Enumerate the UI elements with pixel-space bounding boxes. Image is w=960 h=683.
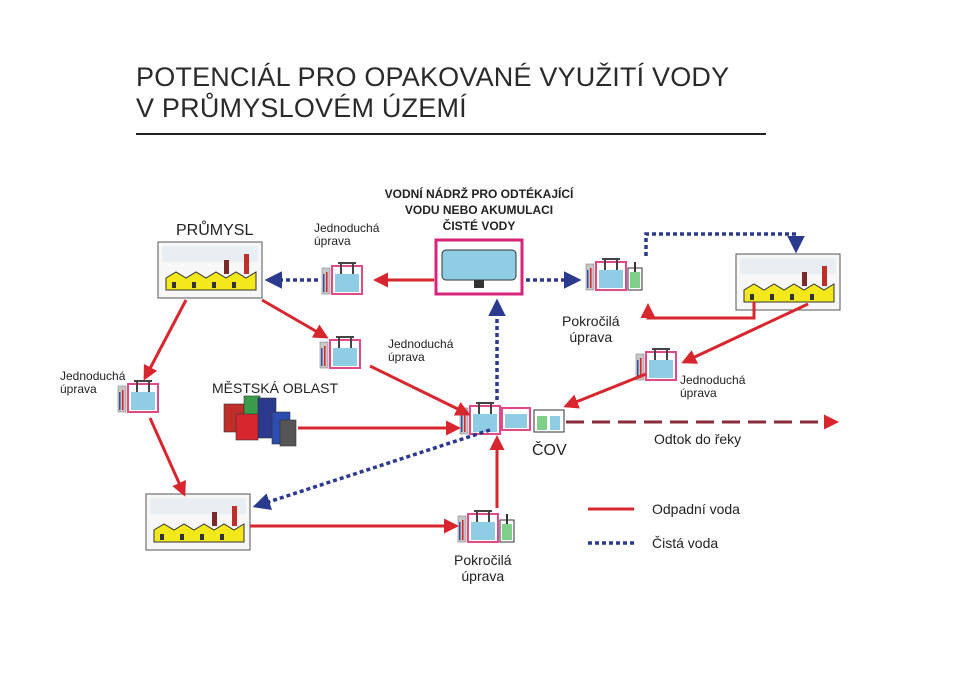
label-simple-left: Jednoduchá úprava [60, 369, 126, 396]
label-river: Odtok do řeky [654, 431, 742, 447]
label-simple-right: Jednoduchá úprava [680, 373, 746, 400]
reservoir-icon [434, 238, 524, 296]
factory-right [735, 253, 841, 311]
label-reservoir-line-2: VODU NEBO AKUMULACI [404, 203, 554, 217]
simple-treatment-icon-mid [319, 335, 361, 369]
flow-advanced-top-to-factory-right [644, 232, 805, 256]
flow-simple-left-to-factory-bottom [148, 417, 186, 497]
label-urban: MĚSTSKÁ OBLAST [212, 380, 339, 396]
flow-simple-right-to-wwtp [563, 372, 647, 409]
flow-factory-right-to-advanced [640, 302, 756, 320]
title-line-2: V PRŮMYSLOVÉM ÚZEMÍ [136, 93, 467, 123]
label-advanced-top: Pokročilá úprava [562, 313, 620, 345]
advanced-treatment-icon-top [586, 258, 642, 290]
wwtp-icon [459, 401, 565, 435]
label-simple-mid: Jednoduchá úprava [388, 337, 454, 364]
flow-wwtp-to-factory-bottom [252, 428, 491, 510]
legend-clean-label: Čistá voda [652, 535, 719, 551]
flow-factory-right-to-simple-right [681, 302, 809, 364]
label-reservoir: VODNÍ NÁDRŽ PRO ODTÉKAJÍCÍ VODU NEBO AKU… [372, 186, 586, 234]
factory-industry [157, 241, 263, 299]
title-line-1: POTENCIÁL PRO OPAKOVANÉ VYUŽITÍ VODY [136, 62, 730, 92]
flow-simple-mid-to-wwtp [369, 364, 471, 416]
advanced-treatment-icon-bottom [458, 510, 514, 542]
label-wwtp: ČOV [532, 442, 567, 459]
simple-treatment-icon-top [321, 261, 363, 295]
label-reservoir-line-1: VODNÍ NÁDRŽ PRO ODTÉKAJÍCÍ [384, 187, 574, 201]
legend-wastewater-label: Odpadní voda [652, 501, 740, 517]
urban-area-icon [223, 395, 297, 447]
page-title: POTENCIÁL PRO OPAKOVANÉ VYUŽITÍ VODY V P… [136, 62, 729, 124]
label-industry: PRŮMYSL [176, 222, 254, 239]
flow-industry-to-simple-mid [261, 298, 329, 339]
label-simple-top: Jednoduchá úprava [314, 221, 380, 248]
label-reservoir-line-3: ČISTÉ VODY [442, 219, 516, 233]
factory-bottom [145, 493, 251, 551]
title-divider [136, 133, 766, 135]
flow-industry-to-simple-left [143, 299, 188, 381]
label-advanced-bottom: Pokročilá úprava [454, 552, 512, 584]
